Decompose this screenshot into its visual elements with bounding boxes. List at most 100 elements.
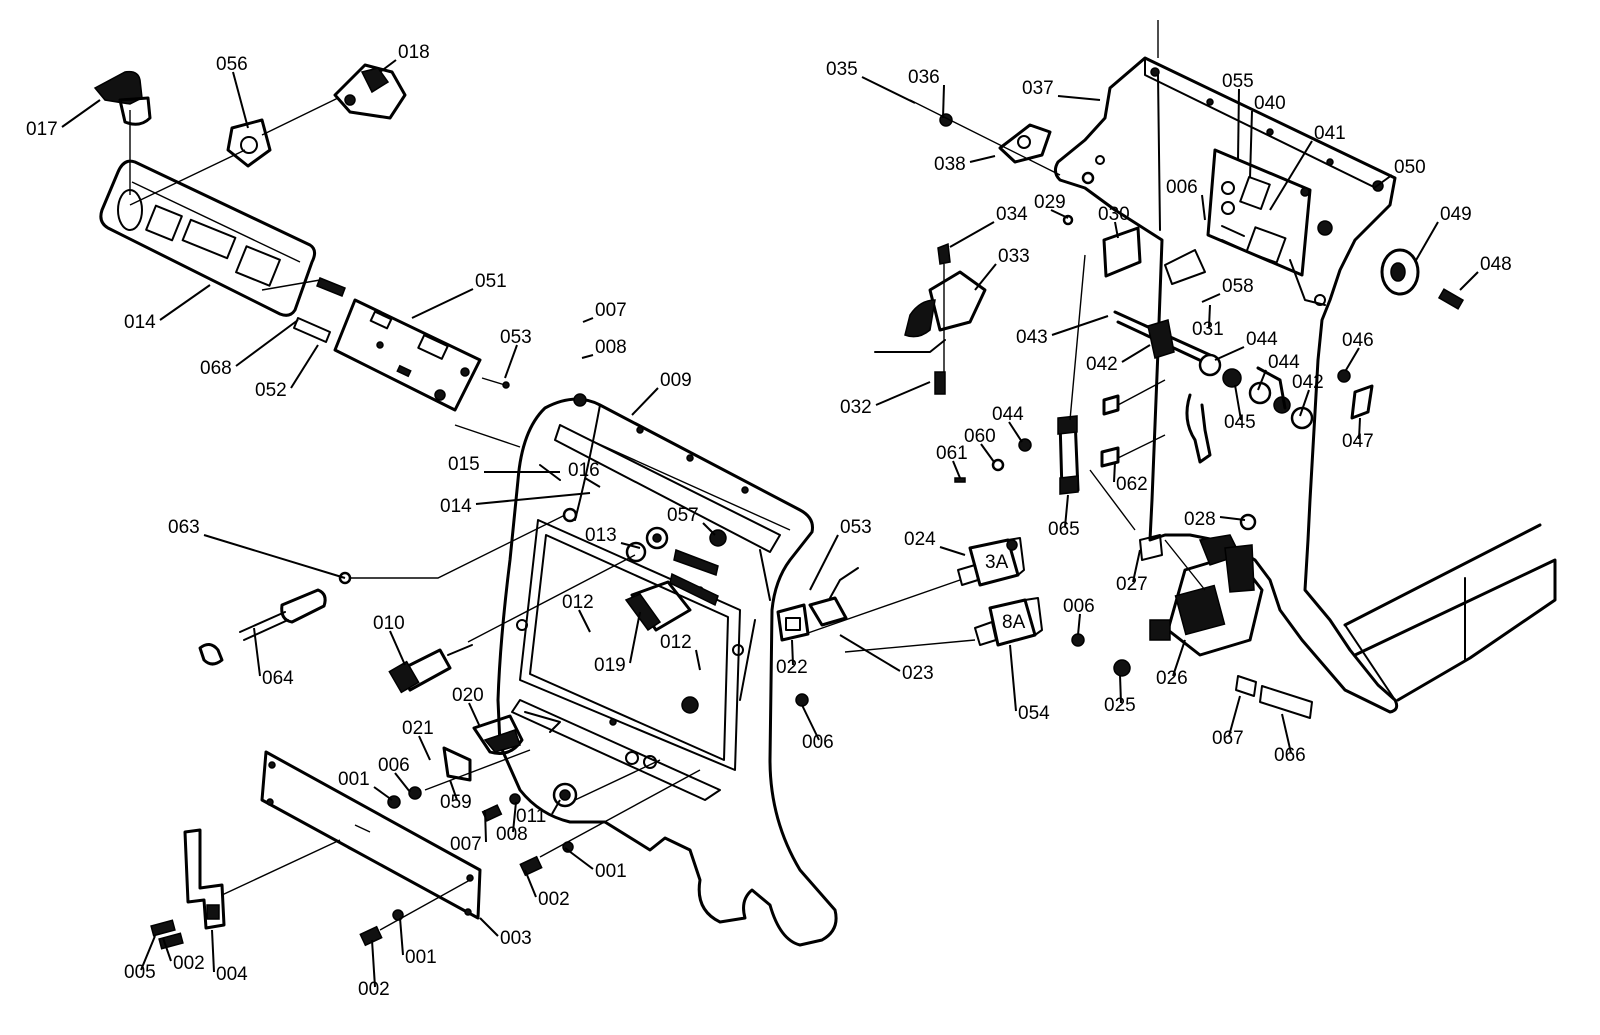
switch-033 bbox=[874, 242, 987, 395]
clip-059 bbox=[442, 746, 472, 782]
part-label-022: 022 bbox=[776, 657, 808, 678]
leader-line-014 bbox=[159, 284, 211, 321]
circuit-board-051 bbox=[333, 298, 482, 412]
part-label-028: 028 bbox=[1184, 509, 1216, 530]
part-label-018: 018 bbox=[398, 42, 430, 63]
clamp-047 bbox=[1337, 369, 1374, 420]
part-label-055: 055 bbox=[1222, 71, 1254, 92]
connector-068-052 bbox=[293, 277, 346, 343]
part-label-001: 001 bbox=[405, 947, 437, 968]
leader-line-002 bbox=[162, 937, 172, 962]
block-030 bbox=[1062, 214, 1142, 278]
part-label-012: 012 bbox=[562, 592, 594, 613]
part-label-042: 042 bbox=[1292, 372, 1324, 393]
leader-line-066 bbox=[1281, 713, 1292, 754]
part-label-015: 015 bbox=[448, 454, 480, 475]
leader-line-063 bbox=[203, 534, 346, 579]
part-label-003: 003 bbox=[500, 928, 532, 949]
part-label-005: 005 bbox=[124, 962, 156, 983]
leader-line-058 bbox=[1201, 293, 1221, 303]
leader-line-030 bbox=[1114, 221, 1119, 239]
part-label-002: 002 bbox=[173, 953, 205, 974]
part-label-006: 006 bbox=[1166, 177, 1198, 198]
part-label-029: 029 bbox=[1034, 192, 1066, 213]
part-label-002: 002 bbox=[538, 889, 570, 910]
front-frame-009 bbox=[496, 393, 838, 947]
leader-line-005 bbox=[140, 935, 156, 971]
fuse-holder-065 bbox=[1057, 254, 1086, 495]
part-label-007: 007 bbox=[595, 300, 627, 321]
part-label-033: 033 bbox=[998, 246, 1030, 267]
part-label-037: 037 bbox=[1022, 78, 1054, 99]
leader-line-037 bbox=[1057, 95, 1101, 101]
part-label-043: 043 bbox=[1016, 327, 1048, 348]
part-label-051: 051 bbox=[475, 271, 507, 292]
part-label-057: 057 bbox=[667, 505, 699, 526]
control-panel-cover bbox=[99, 159, 317, 317]
part-label-006: 006 bbox=[1063, 596, 1095, 617]
leader-line-034 bbox=[949, 221, 995, 248]
leader-line-052 bbox=[290, 344, 319, 389]
part-label-024: 024 bbox=[904, 529, 936, 550]
leader-line-010 bbox=[389, 630, 406, 666]
bolt-001-002 bbox=[387, 786, 574, 877]
lamp-holder-010 bbox=[388, 644, 473, 694]
leader-line-060 bbox=[980, 443, 995, 463]
leader-line-036 bbox=[942, 84, 945, 119]
leader-line-001 bbox=[564, 847, 594, 870]
part-label-044: 044 bbox=[1268, 352, 1300, 373]
part-label-052: 052 bbox=[255, 380, 287, 401]
leader-line-053 bbox=[809, 534, 839, 591]
base-housing bbox=[1343, 523, 1557, 702]
leader-line-024 bbox=[939, 546, 966, 556]
part-label-063: 063 bbox=[168, 517, 200, 538]
bracket-004 bbox=[183, 828, 226, 930]
leader-line-008 bbox=[512, 801, 517, 833]
part-label-014: 014 bbox=[440, 496, 472, 517]
leader-line-022 bbox=[791, 639, 794, 666]
part-label-031: 031 bbox=[1192, 319, 1224, 340]
leader-line-067 bbox=[1228, 695, 1241, 737]
part-label-040: 040 bbox=[1254, 93, 1286, 114]
clip-020 bbox=[472, 711, 561, 755]
part-label-068: 068 bbox=[200, 358, 232, 379]
leader-line-020 bbox=[468, 702, 481, 728]
leader-line-006 bbox=[394, 772, 411, 793]
part-label-006: 006 bbox=[378, 755, 410, 776]
grommet-013 bbox=[625, 526, 669, 563]
part-label-050: 050 bbox=[1394, 157, 1426, 178]
part-label-038: 038 bbox=[934, 154, 966, 175]
part-label-007: 007 bbox=[450, 834, 482, 855]
leader-line-004 bbox=[211, 929, 215, 973]
leader-line-045 bbox=[1234, 384, 1242, 421]
part-label-019: 019 bbox=[594, 655, 626, 676]
switch-018 bbox=[333, 63, 407, 120]
part-label-016: 016 bbox=[568, 460, 600, 481]
part-label-053: 053 bbox=[840, 517, 872, 538]
leader-line-046 bbox=[1345, 347, 1360, 371]
part-label-021: 021 bbox=[402, 718, 434, 739]
part-label-034: 034 bbox=[996, 204, 1028, 225]
leader-line-009 bbox=[631, 387, 659, 416]
leader-line-001 bbox=[373, 786, 393, 801]
part-label-047: 047 bbox=[1342, 431, 1374, 452]
leader-line-050 bbox=[1373, 174, 1393, 189]
nut-plate-056 bbox=[226, 118, 272, 168]
leader-line-042 bbox=[1299, 389, 1310, 417]
leader-line-065 bbox=[1064, 494, 1069, 528]
breaker-024: 3A bbox=[957, 537, 1025, 587]
label-plate-055 bbox=[1206, 148, 1312, 277]
leader-line-042 bbox=[1121, 344, 1151, 363]
wire-023 bbox=[808, 567, 859, 627]
leader-line-006 bbox=[801, 704, 820, 741]
leader-line-054 bbox=[1009, 644, 1017, 712]
part-label-041: 041 bbox=[1314, 123, 1346, 144]
labels-066-067 bbox=[1235, 675, 1313, 719]
leader-line-044 bbox=[1008, 421, 1023, 443]
part-label-026: 026 bbox=[1156, 668, 1188, 689]
leader-line-044 bbox=[1214, 346, 1245, 361]
wheel-049 bbox=[1317, 220, 1465, 310]
part-label-010: 010 bbox=[373, 613, 405, 634]
leader-line-014 bbox=[475, 492, 591, 505]
